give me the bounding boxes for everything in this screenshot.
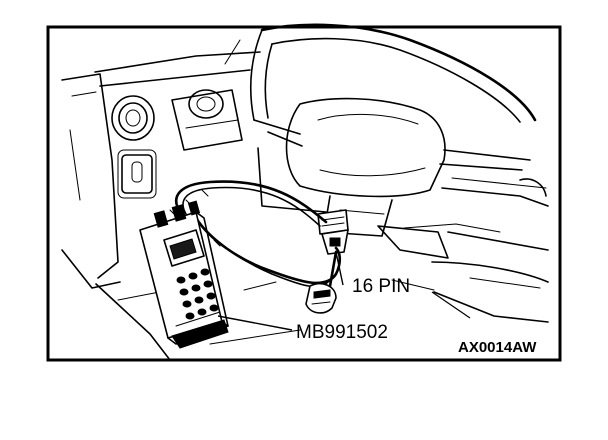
leader-line-mb991502 [217, 315, 293, 331]
data-link-connector [317, 209, 349, 255]
left-air-vent [111, 95, 155, 141]
figure-frame [46, 25, 562, 362]
leader-line-16-pin [335, 251, 344, 286]
handheld-tester [139, 200, 229, 349]
switch-panel [117, 149, 157, 199]
tester-keypad [176, 268, 219, 320]
pedal-area [377, 225, 549, 323]
cable-adapter-plug [305, 282, 337, 314]
label-figure-code: AX0014AW [458, 339, 537, 356]
label-16-pin: 16 PIN [352, 276, 410, 297]
leader-line-16-pin-right [431, 291, 471, 319]
dashboard-drawing [61, 23, 549, 361]
label-tool-part-number: MB991502 [296, 322, 388, 343]
steering-wheel [249, 23, 537, 237]
instrument-cluster [171, 89, 243, 151]
